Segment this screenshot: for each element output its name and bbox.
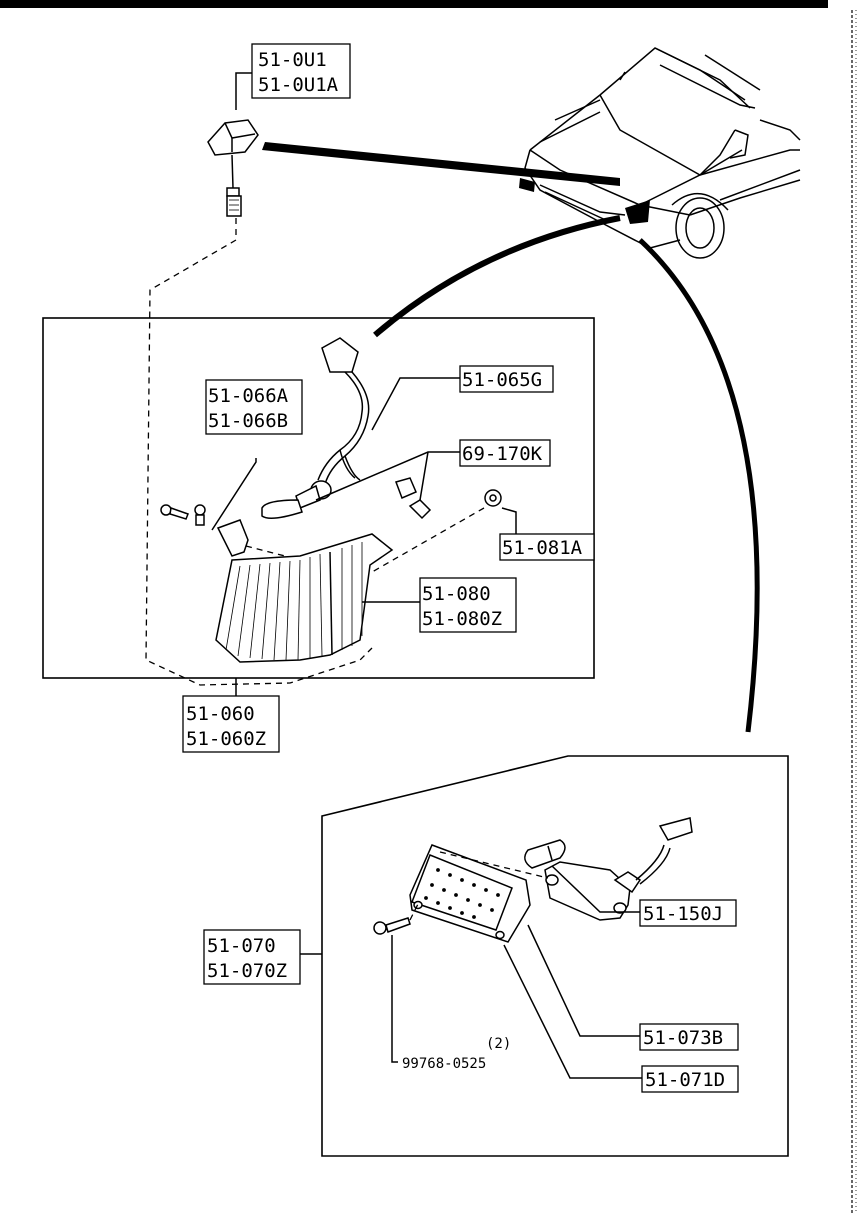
label-lens-1: 51-080 xyxy=(422,583,491,605)
car-headlamp-marker xyxy=(625,200,650,224)
side-marker-frame xyxy=(321,755,789,1157)
socket-leader xyxy=(371,377,460,431)
bracket-part xyxy=(194,504,286,557)
bulb-pair-part xyxy=(395,477,432,520)
callout-side-gasket: 51-073B xyxy=(639,1023,739,1051)
side-screw-part xyxy=(373,917,411,935)
bulb-pair-leader-2 xyxy=(419,451,429,501)
bulb-pair-leader xyxy=(315,451,460,501)
label-side-gasket: 51-073B xyxy=(643,1027,723,1049)
label-bulb-single: 51-081A xyxy=(502,537,583,559)
label-socket: 51-065G xyxy=(462,369,542,391)
side-socket-part xyxy=(544,817,693,921)
label-side-bulb: 51-150J xyxy=(643,903,723,925)
label-lens-2: 51-080Z xyxy=(422,608,502,630)
label-antenna-1: 51-0U1 xyxy=(258,49,327,71)
callout-lens: 51-080 51-080Z xyxy=(419,577,517,633)
callout-side-bulb: 51-150J xyxy=(639,899,737,927)
antenna-part xyxy=(207,119,259,217)
callout-side-lens: 51-071D xyxy=(641,1065,739,1093)
label-bracket-b: 51-066B xyxy=(208,410,288,432)
callout-bulb-pair: 69-170K xyxy=(459,439,551,467)
label-bracket-a: 51-066A xyxy=(208,385,289,407)
side-screw-dash xyxy=(409,903,419,921)
side-bulb-leader xyxy=(551,865,640,913)
antenna-to-assembly-dash xyxy=(145,218,373,686)
side-pointer-arc xyxy=(638,238,760,733)
front-lamp-lens-part xyxy=(215,533,394,663)
callout-side-assembly: 51-070 51-070Z xyxy=(203,929,301,985)
antenna-pointer-wedge xyxy=(262,142,620,186)
callout-assembly: 51-060 51-060Z xyxy=(182,695,280,753)
front-lamp-frame xyxy=(42,317,595,679)
bulb-single-leader xyxy=(501,507,517,534)
label-antenna-2: 51-0U1A xyxy=(258,74,339,96)
side-socket-dash xyxy=(439,851,549,879)
side-bulb-part xyxy=(524,839,566,869)
label-assembly-2: 51-060Z xyxy=(186,728,266,750)
side-gasket-leader xyxy=(527,924,640,1037)
right-scan-edge xyxy=(851,10,857,1214)
lamp-pointer-arc xyxy=(373,215,621,338)
socket-harness-part xyxy=(261,337,370,519)
top-border-bar xyxy=(0,0,828,8)
label-screw-qty: (2) xyxy=(486,1036,511,1052)
label-bulb-pair: 69-170K xyxy=(462,443,543,465)
antenna-leader xyxy=(235,72,252,110)
label-side-assembly-2: 51-070Z xyxy=(207,960,287,982)
car-illustration xyxy=(524,47,801,259)
bracket-leader xyxy=(211,458,257,531)
callout-bracket: 51-066A 51-066B xyxy=(205,379,303,435)
callout-antenna: 51-0U1 51-0U1A xyxy=(251,43,351,99)
side-lens-part xyxy=(409,844,531,943)
label-screw-part: 99768-0525 xyxy=(402,1056,486,1072)
bulb-single-dash xyxy=(371,507,485,573)
bulb-single-part xyxy=(484,489,502,507)
side-screw-leader xyxy=(391,935,398,1063)
callout-bulb-single: 51-081A xyxy=(499,533,595,561)
label-assembly-1: 51-060 xyxy=(186,703,255,725)
label-side-assembly-1: 51-070 xyxy=(207,935,276,957)
side-lens-leader xyxy=(503,944,642,1079)
car-side-marker xyxy=(519,178,535,192)
bolt-part xyxy=(160,504,189,520)
label-side-lens: 51-071D xyxy=(645,1069,725,1091)
callout-socket: 51-065G xyxy=(459,365,554,393)
